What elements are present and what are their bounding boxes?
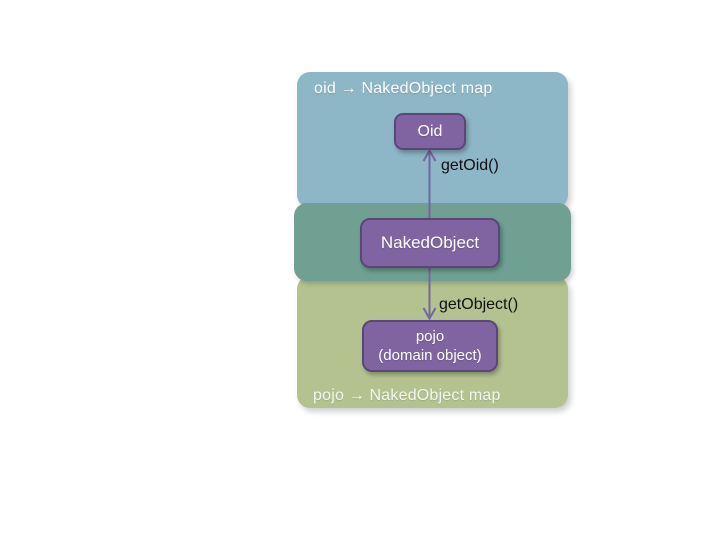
nakedobject-node-label: NakedObject xyxy=(380,233,480,252)
nakedobject-node: NakedObject xyxy=(360,218,500,268)
oid-node-label: Oid xyxy=(417,122,443,140)
pojo-map-region-label: pojo → NakedObject map xyxy=(313,387,501,404)
pojo-node: pojo (domain object) xyxy=(362,320,498,372)
get-oid-edge-label: getOid() xyxy=(441,157,499,174)
pojo-node-label-line2: (domain object) xyxy=(378,347,482,364)
oid-map-region-label: oid → NakedObject map xyxy=(314,80,493,97)
pojo-node-label-line1: pojo xyxy=(415,327,445,345)
oid-node: Oid xyxy=(394,113,466,150)
get-object-edge-label: getObject() xyxy=(439,296,519,313)
